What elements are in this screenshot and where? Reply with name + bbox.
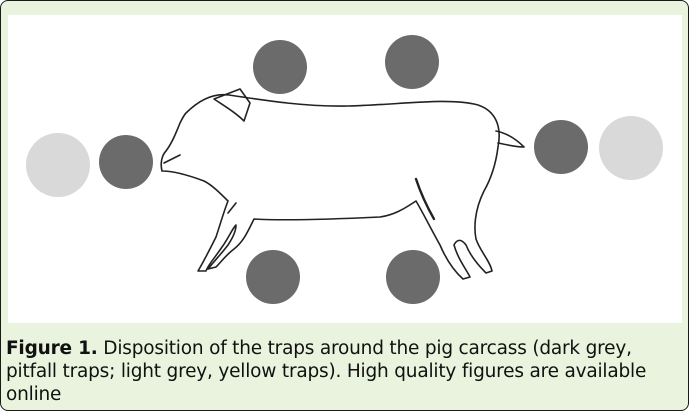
pig-carcass-drawing bbox=[161, 89, 524, 279]
pitfall-trap-top-right bbox=[385, 35, 439, 89]
figure-image bbox=[8, 15, 682, 323]
figure-caption-text: Disposition of the traps around the pig … bbox=[6, 338, 646, 405]
pig-mouth bbox=[164, 155, 180, 163]
pitfall-trap-left bbox=[99, 135, 153, 189]
pig-leg-crease-rear bbox=[416, 179, 434, 219]
yellow-trap-right bbox=[599, 116, 663, 180]
traps-layer bbox=[26, 35, 663, 304]
pig-tail bbox=[496, 131, 524, 147]
pitfall-trap-bottom-left bbox=[246, 250, 300, 304]
pitfall-trap-right bbox=[534, 120, 588, 174]
figure-caption: Figure 1. Disposition of the traps aroun… bbox=[6, 337, 686, 406]
pig-body-outline bbox=[161, 95, 499, 279]
pitfall-trap-bottom-right bbox=[386, 250, 440, 304]
pitfall-trap-top-left bbox=[253, 40, 307, 94]
pig-leg-crease-front bbox=[228, 203, 236, 213]
pig-ear bbox=[214, 89, 250, 121]
figure-label: Figure 1. bbox=[6, 338, 98, 359]
yellow-trap-left bbox=[26, 133, 90, 197]
